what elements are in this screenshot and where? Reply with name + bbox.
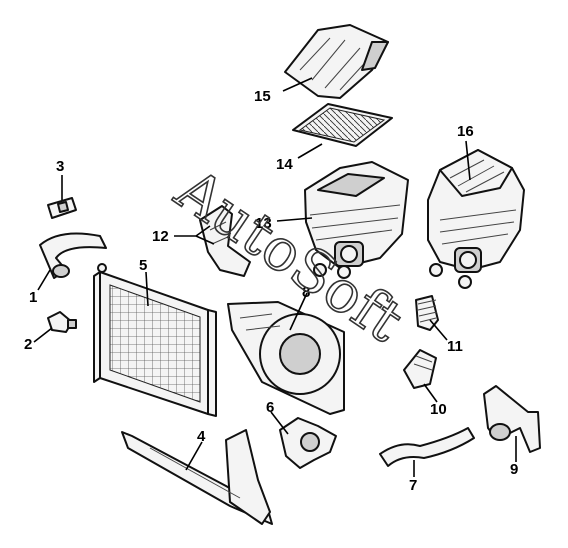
callout-11: 11 <box>447 338 463 355</box>
callout-12: 12 <box>152 228 169 245</box>
air-cleaner-housing <box>304 161 409 279</box>
water-outlet-pipe <box>483 385 541 453</box>
callout-3: 3 <box>56 158 64 175</box>
callout-5: 5 <box>139 257 147 274</box>
thermostat-cover <box>403 349 437 389</box>
fan-shroud <box>227 301 345 415</box>
callout-15: 15 <box>254 88 271 105</box>
callout-13: 13 <box>255 215 272 232</box>
callout-7: 7 <box>409 477 417 494</box>
radiator <box>93 263 217 417</box>
intake-duct <box>199 205 251 277</box>
air-filter-element <box>292 103 393 147</box>
temperature-sensor <box>47 311 77 333</box>
callout-16: 16 <box>457 123 474 140</box>
clip-bracket <box>47 197 77 219</box>
radiator-hose <box>39 232 107 279</box>
callout-10: 10 <box>430 401 447 418</box>
air-deflector <box>121 429 273 525</box>
callout-8: 8 <box>302 284 310 301</box>
callout-9: 9 <box>510 461 518 478</box>
cooling-fan <box>279 417 337 469</box>
callout-1: 1 <box>29 289 37 306</box>
air-filter-cover <box>284 24 389 99</box>
air-cleaner-assembly <box>427 149 525 289</box>
callout-6: 6 <box>266 399 274 416</box>
lower-hose <box>379 427 475 467</box>
callout-14: 14 <box>276 156 293 173</box>
callout-2: 2 <box>24 336 32 353</box>
leader-lines <box>33 77 517 477</box>
callout-4: 4 <box>197 428 206 445</box>
